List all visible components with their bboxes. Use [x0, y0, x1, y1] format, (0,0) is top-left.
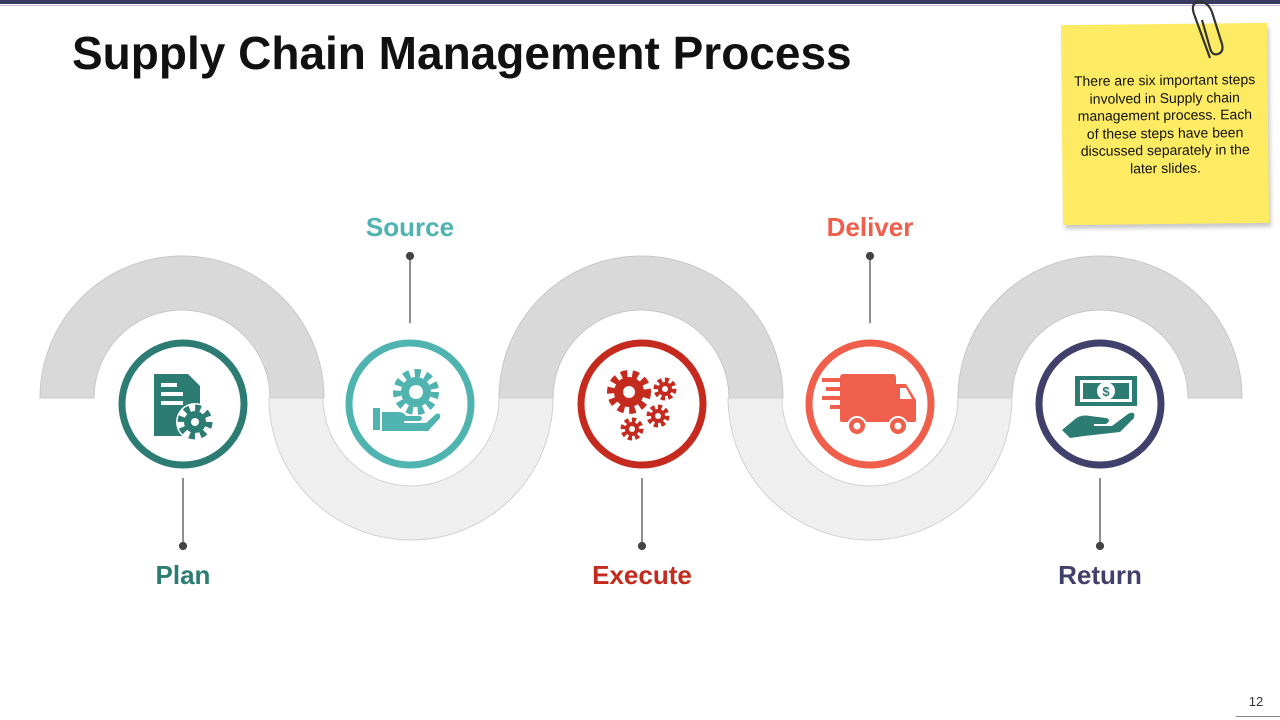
wave-arch-top-2: [498, 255, 784, 399]
connector-dot-return: [1095, 541, 1105, 551]
connector-dot-execute: [637, 541, 647, 551]
hand-gear-icon: [373, 369, 441, 431]
top-accent-bar: [0, 0, 1280, 4]
page-number-underline: [1236, 716, 1280, 717]
hand-money-icon: $: [1062, 376, 1137, 438]
connector-dot-deliver: [865, 251, 875, 261]
wave-arch-top-1: [39, 255, 325, 399]
step-label-source: Source: [365, 212, 455, 242]
sticky-note-text: There are six important steps involved i…: [1073, 71, 1256, 176]
delivery-truck-icon: [822, 374, 916, 436]
wave-arch-bottom-1: [268, 397, 554, 541]
slide-title: Supply Chain Management Process: [72, 27, 852, 79]
step-label-execute: Execute: [592, 560, 692, 590]
sticky-note: There are six important steps involved i…: [1060, 22, 1270, 226]
step-label-deliver: Deliver: [826, 212, 914, 242]
step-label-plan: Plan: [155, 560, 211, 590]
wave-arch-top-3: [957, 255, 1243, 399]
step-label-return: Return: [1058, 560, 1142, 590]
gears-icon: [607, 370, 677, 441]
paperclip-icon: [1191, 0, 1224, 59]
top-accent-line: [0, 5, 1280, 6]
connector-dot-source: [405, 251, 415, 261]
connector-dot-plan: [178, 541, 188, 551]
wave-arch-bottom-2: [727, 397, 1013, 541]
page-number: 12: [1248, 694, 1264, 709]
document-gear-icon: [154, 374, 214, 441]
svg-text:$: $: [1102, 384, 1110, 399]
